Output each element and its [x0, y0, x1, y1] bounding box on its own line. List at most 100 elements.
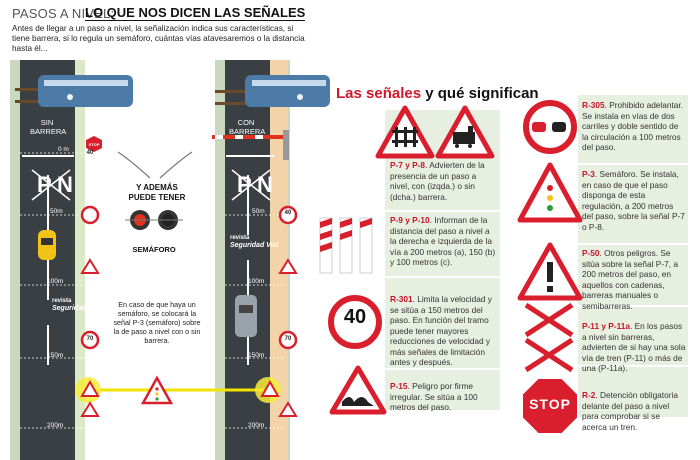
entry-code: R-305 [582, 100, 605, 110]
entry-text: . Informan de la distancia del paso a ni… [390, 215, 496, 267]
entry-r305: R-305. Prohibido adelantar. Se instala e… [582, 100, 686, 153]
sign-p8-icon [435, 105, 495, 159]
train-right-icon [245, 75, 330, 107]
card-p3 [578, 165, 688, 243]
entry-text: . Prohibido adelantar. Se instala en vía… [582, 100, 684, 152]
sign-triangle-right-3-icon [278, 401, 298, 417]
distance-100m: 100m [47, 278, 64, 285]
header-kicker: PASOS A NIVEL: [12, 6, 115, 21]
entry-text: . Otros peligros. Se sitúa sobre la seña… [582, 248, 678, 311]
card-r301 [385, 278, 500, 368]
signs-graphics [319, 100, 583, 435]
distance-50m-right: 50m [252, 208, 265, 215]
road-letter-p-left: P [37, 172, 52, 197]
sign-triangle-right-1-icon [278, 258, 298, 274]
distance-100m-right: 100m [248, 278, 265, 285]
section-title: Las señales y qué significan [336, 85, 539, 102]
entry-text: . Peligro por firme irregular. Se sitúa … [390, 381, 478, 412]
sign-p3-icon [517, 162, 583, 223]
road-letter-n-right: N [257, 172, 273, 197]
watermark-right-top: revista [230, 235, 250, 241]
distance-200m-right: 200m [248, 422, 265, 429]
card-p15 [385, 370, 500, 410]
sign-p7-icon [375, 105, 435, 159]
section-title-black: y qué significan [425, 85, 539, 102]
distance-50m: 50m [50, 208, 63, 215]
header-description: Antes de llegar a un paso a nivel, la se… [12, 24, 305, 53]
semaforo-note: En caso de que haya un semáforo, se colo… [113, 300, 201, 345]
crossing-diagram [10, 60, 330, 460]
card-r2 [578, 367, 688, 417]
sign-p9-board-c-icon [359, 217, 373, 274]
sign-40-left-value: 40 [86, 150, 94, 156]
distance-150m: 150m [47, 352, 64, 359]
entry-code: P-11 y P-11a [582, 321, 630, 331]
entry-code: P-7 y P-8 [390, 160, 426, 170]
entry-text: . En los pasos a nivel sin barreras, adv… [582, 321, 686, 373]
semaforo-icon [125, 210, 183, 230]
watermark-left-top: revista [52, 298, 72, 304]
sign-r301-value: 40 [343, 306, 367, 328]
entry-r301: R-301. Limita la velocidad y se sitúa a … [390, 294, 496, 368]
entry-r2: R-2. Detención obligatoria delante del p… [582, 390, 686, 432]
sign-p9-board-a-icon [319, 217, 333, 274]
sign-p9-board-b-icon [339, 217, 353, 274]
entry-code: P-9 y P-10 [390, 215, 430, 225]
entry-code: P-15 [390, 381, 408, 391]
road-left-label: SIN BARRERA [30, 118, 67, 136]
entry-code: P-3 [582, 169, 595, 179]
card-r305 [578, 95, 688, 163]
entry-p50: P-50. Otros peligros. Se sitúa sobre la … [582, 248, 686, 311]
sign-70-right-icon [278, 330, 298, 350]
entry-text: . Semáforo. Se instala, en caso de que e… [582, 169, 685, 232]
sign-r2-stop-icon [521, 377, 579, 435]
entry-p3: P-3. Semáforo. Se instala, en caso de qu… [582, 169, 686, 232]
sign-40-right-icon [278, 205, 298, 225]
sign-r301-icon [328, 295, 382, 349]
arrow-right-icon [159, 151, 193, 179]
entry-text: . Detención obligatoria delante del paso… [582, 390, 678, 432]
distance-0m: 0 m [58, 146, 69, 153]
sign-r2-value: STOP [529, 396, 571, 412]
entry-p11: P-11 y P-11a. En los pasos a nivel sin b… [582, 321, 686, 374]
center-label: Y ADEMÁS PUEDE TENER [128, 183, 186, 202]
sign-triangle-right-2-icon [260, 379, 280, 397]
sign-70-left-icon [80, 330, 100, 350]
sign-70-right-value: 70 [284, 336, 292, 342]
sign-semaforo-center-icon [140, 375, 174, 405]
card-p11 [578, 307, 688, 365]
barrier-icon [212, 130, 289, 160]
watermark-right: Seguridad Vial [230, 242, 279, 249]
sign-p15-icon [329, 365, 387, 415]
entry-p15: P-15. Peligro por firme irregular. Se si… [390, 381, 496, 413]
car-yellow-icon [38, 230, 56, 260]
train-left-icon [38, 75, 133, 107]
arrow-left-icon [117, 151, 151, 179]
sign-r305-icon [523, 100, 577, 154]
sign-stop-left-icon [86, 136, 102, 152]
sign-triangle-left-2-icon [80, 379, 100, 397]
semaforo-label: SEMÁFORO [132, 245, 176, 254]
watermark-left: Seguridad Vial [52, 305, 101, 312]
car-grey-icon [235, 295, 257, 337]
entry-text: . Advierten de la presencia de un paso a… [390, 160, 485, 202]
sign-p50-icon [517, 242, 583, 301]
entry-code: R-2 [582, 390, 596, 400]
entry-code: R-301 [390, 294, 413, 304]
entry-p9-p10: P-9 y P-10. Informan de la distancia del… [390, 215, 496, 268]
sign-p11-icon [524, 302, 574, 338]
sign-40-left-icon [80, 205, 100, 225]
sign-p11a-icon [524, 337, 574, 373]
entry-text: . Limita la velocidad y se sitúa a 150 m… [390, 294, 492, 367]
distance-150m-right: 150m [248, 352, 265, 359]
stop-left-label: STOP [88, 142, 100, 147]
road-letter-n-left: N [57, 172, 73, 197]
road-letter-p-right: P [237, 172, 252, 197]
sign-70-left-value: 70 [86, 336, 94, 342]
sign-triangle-left-1-icon [80, 258, 100, 274]
section-title-red: Las señales [336, 85, 422, 102]
card-p9-p10 [385, 212, 500, 276]
page-title: LO QUE NOS DICEN LAS SEÑALES [85, 5, 306, 21]
sign-40-right-value: 40 [284, 210, 292, 216]
entry-code: P-50 [582, 248, 600, 258]
